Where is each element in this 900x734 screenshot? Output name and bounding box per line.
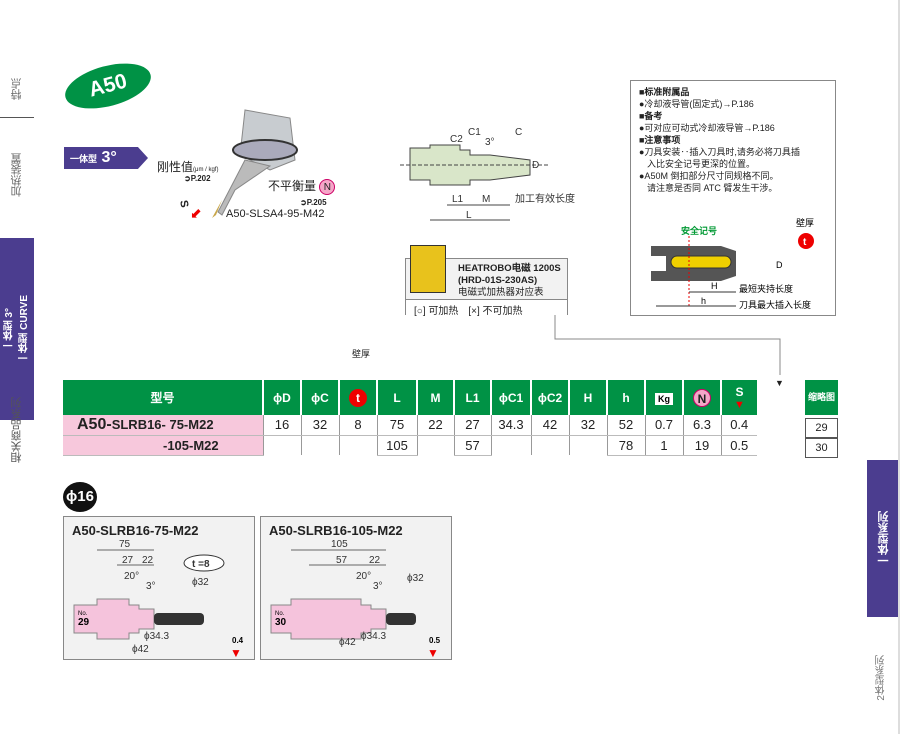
svg-text:最短夹持长度: 最短夹持长度 bbox=[739, 283, 793, 294]
svg-text:L: L bbox=[466, 210, 472, 221]
drawing-card-105: A50-SLRB16-105-M22 105 57 22 20° 3° ϕ32 … bbox=[260, 516, 452, 660]
svg-text:安全记号: 安全记号 bbox=[681, 225, 717, 236]
weight-icon: Kg bbox=[655, 392, 673, 405]
svg-text:壁厚: 壁厚 bbox=[796, 217, 814, 228]
product-image bbox=[212, 109, 298, 218]
svg-text:No.: No. bbox=[78, 611, 88, 617]
svg-text:t: t bbox=[803, 237, 807, 248]
notes-box: ■标准附属品●冷却液导管(固定式)→P.186 ■备考●可对应可动式冷却液导管→… bbox=[630, 80, 836, 316]
nav-two-piece-series[interactable]: 2体型系列 bbox=[876, 655, 887, 701]
svg-text:ϕ34.3: ϕ34.3 bbox=[361, 631, 387, 642]
table-header: 型号 ϕD ϕC t L M L1 ϕC1 ϕC2 H h Kg N S▼ bbox=[63, 380, 757, 415]
svg-text:27: 27 bbox=[122, 555, 134, 566]
svg-text:▼: ▼ bbox=[427, 646, 439, 660]
nav-related[interactable]: 相关商品系列 bbox=[11, 397, 23, 463]
spec-table: 型号 ϕD ϕC t L M L1 ϕC1 ϕC2 H h Kg N S▼ A5… bbox=[63, 380, 757, 456]
imbalance-page-link[interactable]: ➲P.205 bbox=[300, 198, 327, 207]
svg-text:h: h bbox=[701, 296, 706, 306]
svg-text:3°: 3° bbox=[485, 137, 495, 148]
imbalance-label: 不平衡量 N bbox=[268, 177, 336, 195]
dimension-diagram: C2 C1 3° C D L1 M L 加工有效长度 bbox=[400, 127, 575, 221]
svg-text:ϕ42: ϕ42 bbox=[132, 644, 149, 655]
svg-text:3°: 3° bbox=[373, 581, 383, 592]
heatrobo-box: HEATROBO电磁 1200S(HRD-01S-230AS)电磁式加热器对应表… bbox=[405, 245, 568, 317]
svg-text:57: 57 bbox=[336, 555, 348, 566]
nav-integrated-series[interactable]: 一体型系列 bbox=[867, 460, 900, 617]
svg-text:ϕ42: ϕ42 bbox=[339, 637, 356, 648]
svg-text:H: H bbox=[711, 281, 718, 291]
svg-text:L1: L1 bbox=[452, 194, 464, 205]
fig-link-30[interactable]: 30 bbox=[805, 438, 838, 458]
wall-t-icon: t bbox=[349, 388, 367, 407]
a50-badge: A50 bbox=[60, 55, 156, 117]
svg-text:22: 22 bbox=[142, 555, 154, 566]
svg-text:20°: 20° bbox=[124, 571, 139, 582]
svg-text:20°: 20° bbox=[356, 571, 371, 582]
svg-text:0.5: 0.5 bbox=[429, 636, 441, 645]
nav-heating-device[interactable]: 加热装置 bbox=[11, 153, 23, 197]
svg-text:105: 105 bbox=[331, 539, 348, 550]
svg-text:C2: C2 bbox=[450, 134, 463, 145]
type-tag: 一体型 3° bbox=[64, 147, 148, 169]
svg-text:加工有效长度: 加工有效长度 bbox=[515, 192, 575, 205]
svg-text:30: 30 bbox=[275, 617, 287, 628]
nav-integrated-active[interactable]: 一体型 3°一体型 CURVE bbox=[0, 238, 34, 420]
svg-text:M: M bbox=[482, 194, 490, 205]
connector-line bbox=[554, 315, 781, 375]
stiffness-arrow-icon: ⬋ bbox=[190, 205, 202, 221]
svg-text:C: C bbox=[515, 127, 522, 138]
wall-thickness-label: 壁厚 bbox=[352, 349, 371, 359]
rigidity-label: 刚性值(μm / kgf) bbox=[157, 160, 219, 174]
heater-image bbox=[410, 245, 446, 293]
svg-text:刀具最大插入长度: 刀具最大插入长度 bbox=[739, 299, 811, 310]
svg-text:D: D bbox=[776, 260, 783, 270]
svg-text:22: 22 bbox=[369, 555, 381, 566]
svg-text:29: 29 bbox=[78, 617, 90, 628]
svg-text:t =8: t =8 bbox=[192, 559, 210, 570]
product-model: A50-SLSA4-95-M42 bbox=[226, 208, 325, 220]
svg-text:ϕ32: ϕ32 bbox=[407, 573, 424, 584]
fig-header: 缩略图 bbox=[805, 380, 838, 415]
stiffness-arrow-icon: ▼ bbox=[734, 398, 745, 411]
arrow-down-icon: ▼ bbox=[775, 378, 784, 388]
svg-text:▼: ▼ bbox=[230, 646, 242, 660]
drawing-card-75: A50-SLRB16-75-M22 75 27 22 20° 3° t =8 ϕ… bbox=[63, 516, 255, 660]
svg-text:3°: 3° bbox=[146, 581, 156, 592]
nav-features[interactable]: 特点 bbox=[0, 60, 34, 118]
diameter-badge: ϕ16 bbox=[63, 482, 97, 512]
page-edge bbox=[898, 0, 900, 734]
svg-text:No.: No. bbox=[275, 611, 285, 617]
imbalance-icon: N bbox=[693, 388, 711, 407]
svg-text:0.4: 0.4 bbox=[232, 636, 244, 645]
rigidity-page-link[interactable]: ➲P.202 bbox=[184, 174, 211, 183]
svg-text:D: D bbox=[532, 160, 539, 171]
svg-text:C1: C1 bbox=[468, 127, 481, 138]
svg-text:75: 75 bbox=[119, 539, 131, 550]
svg-text:ϕ34.3: ϕ34.3 bbox=[144, 631, 170, 642]
fig-link-29[interactable]: 29 bbox=[805, 418, 838, 438]
svg-text:ϕ32: ϕ32 bbox=[192, 577, 209, 588]
